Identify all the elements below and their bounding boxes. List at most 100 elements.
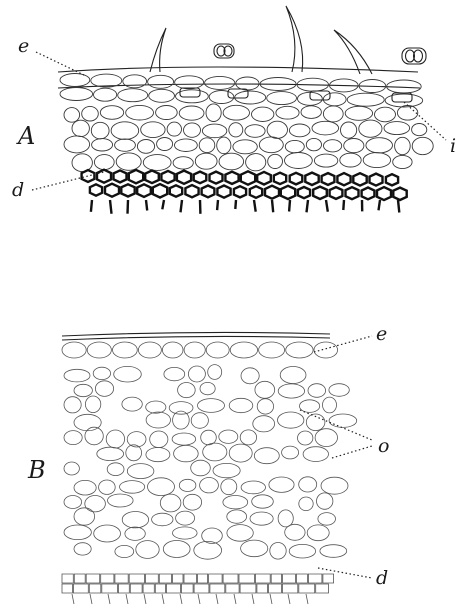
spongy-cell — [122, 512, 148, 528]
cell-wall-spike — [146, 200, 147, 211]
spongy-cell — [108, 494, 134, 507]
epidermal-cell — [323, 93, 346, 106]
spongy-cell — [255, 381, 275, 398]
spongy-cell — [250, 512, 273, 525]
lower-epidermal-cell — [316, 584, 329, 593]
spongy-cell — [229, 398, 253, 412]
lower-epidermal-cell — [184, 574, 197, 583]
mesophyll-cell — [82, 106, 99, 121]
mesophyll-cell — [395, 137, 411, 154]
lower-epidermal-cell — [308, 574, 322, 583]
spongy-cell — [308, 384, 326, 398]
spongy-cell — [241, 481, 265, 494]
cell-wall-spike — [307, 200, 309, 212]
lower-epidermal-cell — [166, 584, 180, 593]
spongy-cell — [97, 447, 124, 460]
mesophyll-cell — [359, 120, 382, 137]
spongy-cell — [329, 414, 357, 427]
mesophyll-cell — [141, 122, 165, 138]
thick-walled-cell — [105, 184, 119, 197]
callout-b-e-leader — [314, 336, 372, 352]
panel-a-hair — [150, 28, 166, 72]
spongy-cell — [120, 481, 145, 494]
mesophyll-cell — [100, 106, 123, 120]
mesophyll-cell — [341, 122, 357, 138]
lower-epidermal-cell — [155, 584, 165, 593]
spongy-cell — [163, 541, 190, 558]
cell-wall-spike — [306, 594, 308, 604]
thick-walled-cell — [346, 187, 359, 199]
thick-walled-cell — [82, 170, 95, 182]
lower-epidermal-cell — [240, 584, 256, 593]
callout-b-d: d — [376, 567, 388, 589]
mesophyll-cell — [259, 137, 283, 153]
mesophyll-cell — [412, 124, 427, 136]
lower-epidermal-cell — [296, 574, 307, 583]
mesophyll-cell — [312, 121, 339, 135]
panel-a-stoma-chamber — [180, 88, 200, 97]
mesophyll-cell — [267, 121, 287, 138]
callout-a-e: e — [18, 35, 29, 57]
mesophyll-cell — [111, 122, 139, 140]
spongy-cell — [321, 477, 348, 494]
mesophyll-cell — [268, 154, 283, 168]
cell-wall-spike — [181, 200, 183, 212]
mesophyll-cell — [94, 155, 114, 170]
cell-wall-spike — [398, 200, 399, 213]
spongy-cell — [64, 369, 90, 382]
thick-walled-cell — [234, 186, 246, 197]
mesophyll-cell — [397, 106, 417, 121]
mesophyll-cell — [143, 155, 171, 171]
lower-epidermal-cell — [299, 584, 315, 593]
epidermal-cell — [267, 92, 297, 105]
thick-walled-cell — [265, 186, 279, 199]
mesophyll-cell — [199, 138, 215, 153]
panel-a-stoma — [214, 44, 234, 58]
spongy-cell — [252, 495, 274, 508]
epidermal-cell — [138, 342, 161, 358]
spongy-cell — [95, 381, 113, 397]
cell-wall-spike — [91, 200, 92, 212]
lower-epidermal-cell — [129, 574, 144, 583]
spongy-cell — [203, 443, 227, 461]
spongy-cell — [74, 480, 96, 495]
spongy-cell — [285, 524, 305, 540]
panel-a-section: A e i d — [12, 6, 456, 214]
lower-epidermal-cell — [173, 574, 184, 583]
thick-walled-cell — [298, 187, 310, 198]
spongy-cell — [241, 540, 268, 557]
mesophyll-cell — [126, 105, 154, 120]
thick-walled-cell — [281, 186, 295, 199]
spongy-cell — [146, 412, 170, 428]
mesophyll-cell — [157, 138, 173, 151]
mesophyll-cell — [366, 138, 393, 153]
spongy-cell — [106, 430, 124, 448]
spongy-cell — [64, 431, 82, 445]
lower-epidermal-cell — [209, 574, 223, 583]
spongy-cell — [188, 366, 205, 382]
epidermal-cell — [259, 342, 285, 358]
spongy-cell — [307, 525, 329, 541]
thick-walled-cell — [290, 173, 303, 185]
cell-wall-spike — [144, 594, 146, 604]
thick-walled-cell — [153, 184, 167, 197]
spongy-cell — [200, 382, 215, 394]
panel-a-hair — [334, 30, 372, 74]
mesophyll-cell — [92, 139, 113, 151]
spongy-cell — [257, 399, 273, 414]
lower-epidermal-cell — [146, 574, 159, 583]
mesophyll-cell — [384, 122, 410, 135]
mesophyll-cell — [340, 153, 361, 167]
epidermal-cell — [123, 75, 147, 88]
thick-walled-cell — [194, 172, 207, 184]
lower-epidermal-cell — [62, 574, 73, 583]
lower-epidermal-cell — [271, 574, 281, 583]
spongy-cell — [198, 399, 225, 413]
spongy-cell — [115, 545, 134, 557]
epidermal-cell — [62, 342, 86, 358]
thick-walled-cell — [393, 188, 406, 200]
spongy-cell — [122, 397, 142, 411]
thick-walled-cell — [161, 171, 174, 183]
spongy-cell — [127, 464, 154, 479]
cell-wall-spike — [216, 594, 218, 604]
